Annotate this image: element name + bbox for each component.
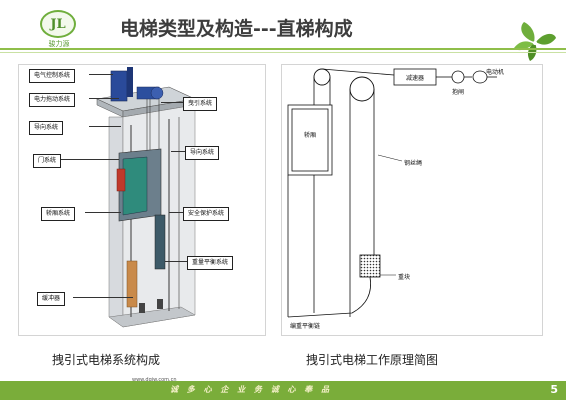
leader-line (161, 102, 183, 103)
source-watermark: www.dqjw.com.cn (132, 377, 177, 383)
label-steel-rope: 钢丝绳 (404, 160, 423, 167)
principle-schematic (287, 68, 497, 318)
page-number: 5 (550, 383, 558, 396)
leader-line (89, 126, 121, 127)
leader-line (89, 74, 113, 75)
header-rule (0, 48, 566, 50)
working-principle-diagram: 减速器 电动机 抱闸 轿厢 钢丝绳 重块 编重平衡链 (281, 64, 543, 336)
label-electric-control: 电气控制系统 (29, 69, 76, 83)
label-compensation-chain: 编重平衡链 (290, 323, 321, 330)
label-safety-system: 安全保护系统 (183, 207, 230, 221)
caption-left: 拽引式电梯系统构成 (52, 353, 161, 367)
footer-slogan: 诚 多 心 企 业 务 诚 心 奉 品 (170, 384, 333, 394)
elevator-shaft-illustration (95, 67, 197, 328)
leader-line (61, 159, 119, 160)
footer-bar: 诚 多 心 企 业 务 诚 心 奉 品 5 (0, 381, 566, 400)
caption-right: 拽引式电梯工作原理简图 (306, 353, 439, 367)
label-power-drive: 电力拖动系统 (29, 93, 76, 107)
leader-line (89, 98, 119, 99)
leaf-icon (514, 22, 556, 61)
leader-line (85, 212, 121, 213)
logo-mark: JL (50, 17, 66, 32)
leader-line (171, 151, 185, 152)
label-traction-system: 曳引系统 (183, 97, 218, 111)
label-counterweight: 重块 (398, 274, 411, 281)
elevator-system-diagram: 电气控制系统 电力拖动系统 导向系统 门系统 轿厢系统 缓冲器 曳引系统 导向系… (18, 64, 266, 383)
company-logo: JL (40, 10, 76, 38)
label-reducer: 减速器 (405, 75, 424, 82)
label-guide-left: 导向系统 (29, 121, 64, 135)
header-rule-thin (0, 52, 566, 53)
label-car: 轿厢 (303, 132, 316, 139)
slide-title: 电梯类型及构造---直梯构成 (120, 18, 353, 40)
leader-line (73, 297, 133, 298)
logo-name: 骏力源 (48, 40, 70, 48)
label-counterweight-system: 重量平衡系统 (187, 256, 234, 270)
leader-line (165, 261, 187, 262)
label-buffer: 缓冲器 (37, 292, 66, 306)
label-door-system: 门系统 (33, 154, 62, 168)
label-brake: 抱闸 (452, 89, 465, 96)
label-guide-system: 导向系统 (185, 146, 220, 160)
label-motor: 电动机 (486, 69, 505, 76)
label-car-system: 轿厢系统 (41, 207, 76, 221)
leader-line (169, 212, 183, 213)
